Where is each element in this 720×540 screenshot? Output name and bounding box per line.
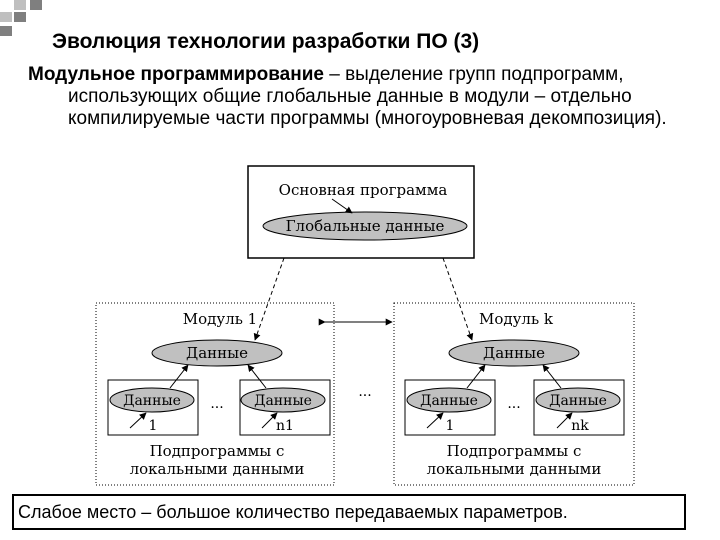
modulek-box bbox=[393, 302, 635, 486]
slide-title: Эволюция технологии разработки ПО (3) bbox=[52, 30, 480, 53]
module1-sub-left-ellipse bbox=[109, 387, 195, 413]
conclusion-box: Слабое место – большое количество переда… bbox=[12, 494, 686, 530]
module1-sub-left-data: Данные bbox=[123, 393, 181, 409]
modulek-data-to-right-arrow bbox=[542, 364, 562, 389]
modulek-caption-line2: локальными данными bbox=[427, 460, 602, 478]
modulek-sub-left-index: 1 bbox=[446, 418, 455, 434]
module1-sub-right-ellipse bbox=[240, 387, 326, 413]
modulek-sub-left-data: Данные bbox=[420, 393, 478, 409]
module1-sub-left-index: 1 bbox=[149, 418, 158, 434]
main-to-module1-link bbox=[253, 257, 285, 341]
intro-paragraph: Модульное программирование – выделение г… bbox=[28, 64, 698, 130]
intro-rest: – выделение групп подпрограмм, bbox=[323, 64, 624, 85]
modulek-sub-right-ellipse bbox=[535, 387, 621, 413]
modulek-sub-right-data: Данные bbox=[549, 393, 607, 409]
modulek-data-to-left-arrow bbox=[466, 364, 486, 389]
modulek-between: ... bbox=[507, 396, 520, 412]
module1-between: ... bbox=[210, 396, 223, 412]
modulek-label: Модуль k bbox=[479, 310, 554, 328]
module1-caption-line2: локальными данными bbox=[130, 460, 305, 478]
module1-sub-right-data: Данные bbox=[254, 393, 312, 409]
modulek-data-ellipse bbox=[448, 339, 580, 367]
module1-data-label: Данные bbox=[186, 344, 248, 362]
modulek-sub-right-index: nk bbox=[571, 418, 589, 434]
module1-data-to-right-arrow bbox=[247, 364, 267, 389]
module1-sub-left-arrow bbox=[129, 412, 147, 429]
modulek-caption-line1: Подпрограммы с bbox=[447, 442, 582, 460]
intro-term: Модульное программирование bbox=[28, 64, 324, 85]
between-modules-dots: ... bbox=[358, 384, 371, 400]
global-data-label: Глобальные данные bbox=[286, 217, 445, 235]
modulek-data-label: Данные bbox=[483, 344, 545, 362]
module1-sub-right-index: n1 bbox=[276, 418, 294, 434]
module1-caption-line1: Подпрограммы с bbox=[150, 442, 285, 460]
modulek-sub-right-arrow bbox=[556, 412, 573, 429]
corner-decoration bbox=[0, 0, 42, 36]
main-program-label: Основная программа bbox=[279, 181, 448, 199]
modulek-sub-left-arrow bbox=[426, 412, 444, 429]
main-to-global-arrow bbox=[331, 198, 353, 214]
module1-sub-right-arrow bbox=[261, 412, 278, 429]
module1-label: Модуль 1 bbox=[183, 310, 257, 328]
main-to-modulek-link bbox=[442, 257, 474, 341]
intro-continuation: использующих общие глобальные данные в м… bbox=[68, 86, 667, 129]
module1-data-ellipse bbox=[151, 339, 283, 367]
module1-data-to-left-arrow bbox=[169, 364, 189, 389]
modulek-sub-left-ellipse bbox=[406, 387, 492, 413]
global-data-ellipse bbox=[262, 211, 468, 241]
